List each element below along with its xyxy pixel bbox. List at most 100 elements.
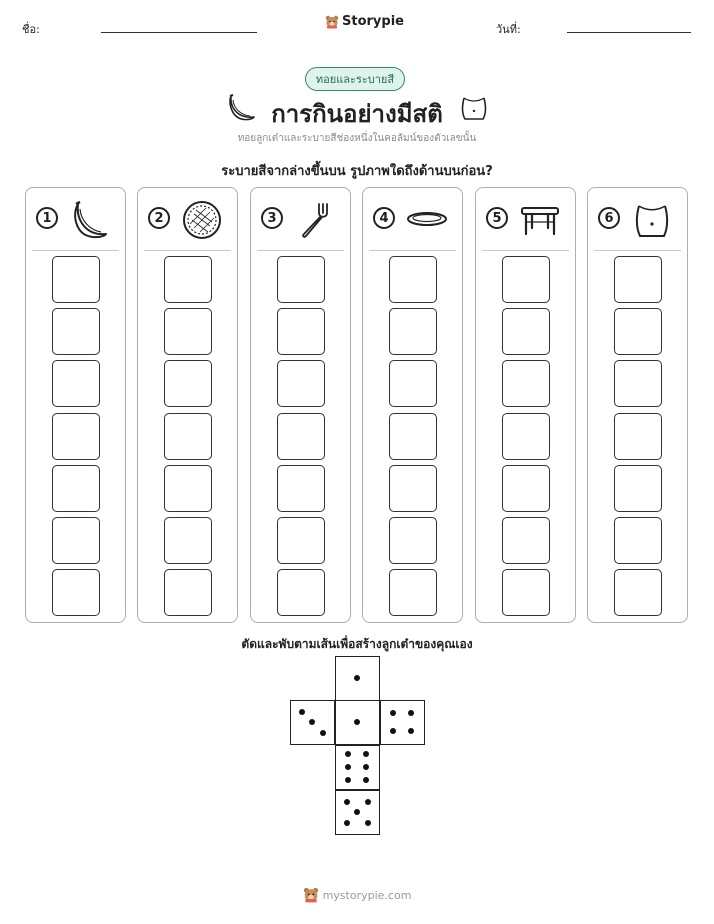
dice-pip	[364, 819, 371, 826]
divider	[32, 250, 119, 251]
dice-pip	[344, 764, 351, 770]
dice-pip	[408, 728, 415, 735]
color-box[interactable]	[277, 517, 325, 564]
date-label: วันที่:	[496, 23, 521, 36]
fork-icon	[302, 203, 328, 238]
column-number: 6	[598, 207, 620, 229]
dice-face-4[interactable]	[380, 700, 425, 745]
color-box[interactable]	[389, 464, 437, 512]
belly-icon	[461, 97, 487, 120]
divider	[369, 250, 456, 251]
footer-url[interactable]: mystorypie.com	[322, 888, 412, 902]
color-box[interactable]	[52, 464, 100, 512]
divider	[144, 250, 231, 251]
column-number: 5	[486, 207, 508, 229]
dice-pip	[354, 809, 360, 815]
cut-instruction: ตัดและพับตามเส้นเพื่อสร้างลูกเต๋าของคุณเ…	[241, 637, 473, 651]
column-header: 6	[588, 188, 687, 250]
color-box[interactable]	[614, 464, 662, 512]
color-box[interactable]	[502, 308, 550, 356]
column-number: 1	[36, 207, 58, 229]
color-box[interactable]	[277, 464, 325, 512]
column-header: 1	[26, 188, 125, 250]
column-header: 5	[476, 188, 575, 250]
color-box[interactable]	[52, 360, 100, 408]
color-box[interactable]	[389, 569, 437, 617]
column-3: 3	[250, 187, 351, 623]
color-box[interactable]	[52, 308, 100, 356]
color-box[interactable]	[277, 360, 325, 408]
color-box[interactable]	[52, 256, 100, 303]
dice-pip	[319, 729, 326, 736]
color-box[interactable]	[164, 412, 212, 460]
color-box[interactable]	[502, 517, 550, 564]
column-5: 5	[475, 187, 576, 623]
dice-face-6[interactable]	[335, 745, 380, 790]
color-box[interactable]	[164, 308, 212, 356]
dice-pip	[309, 719, 315, 725]
color-box[interactable]	[614, 412, 662, 460]
banana-icon	[74, 200, 107, 239]
color-box[interactable]	[502, 256, 550, 303]
column-2: 2	[137, 187, 238, 623]
dice-pip	[343, 798, 350, 805]
dice-pip	[343, 819, 350, 826]
color-box[interactable]	[164, 464, 212, 512]
column-header: 3	[251, 188, 350, 250]
color-box[interactable]	[614, 569, 662, 617]
name-label: ชื่อ:	[22, 23, 40, 36]
bowl-icon	[407, 212, 447, 226]
belly-icon	[635, 205, 669, 237]
column-number: 4	[373, 207, 395, 229]
color-box[interactable]	[614, 360, 662, 408]
dice-pip	[354, 675, 360, 681]
instructions-text: ทอยลูกเต๋าและระบายสีช่องหนึ่งในคอลัมน์ขอ…	[237, 133, 477, 144]
dice-pip	[363, 776, 370, 783]
color-box[interactable]	[277, 308, 325, 356]
column-1: 1	[25, 187, 126, 623]
color-box[interactable]	[502, 360, 550, 408]
color-box[interactable]	[389, 308, 437, 356]
storypie-logo: Storypie	[325, 14, 404, 29]
dice-face-1[interactable]	[335, 656, 380, 701]
divider	[257, 250, 344, 251]
column-header: 2	[138, 188, 237, 250]
dice-face-5[interactable]	[335, 790, 380, 835]
color-box[interactable]	[614, 256, 662, 303]
name-line[interactable]	[101, 32, 257, 33]
bear-icon	[325, 15, 339, 28]
color-box[interactable]	[614, 517, 662, 564]
banana-icon	[229, 94, 255, 121]
color-box[interactable]	[389, 517, 437, 564]
color-box[interactable]	[614, 308, 662, 356]
color-box[interactable]	[164, 569, 212, 617]
date-line[interactable]	[567, 32, 691, 33]
column-header: 4	[363, 188, 462, 250]
footer: mystorypie.com	[0, 887, 714, 903]
dice-pip	[298, 708, 305, 715]
color-box[interactable]	[164, 360, 212, 408]
page-title: การกินอย่างมีสติ	[271, 100, 443, 128]
color-box[interactable]	[52, 569, 100, 617]
dice-face-3[interactable]	[290, 700, 335, 745]
dice-face-1[interactable]	[335, 700, 380, 745]
color-box[interactable]	[164, 256, 212, 303]
column-number: 2	[148, 207, 170, 229]
stool-icon	[521, 207, 559, 236]
color-box[interactable]	[502, 412, 550, 460]
divider	[482, 250, 569, 251]
color-box[interactable]	[502, 569, 550, 617]
color-box[interactable]	[277, 412, 325, 460]
color-box[interactable]	[502, 464, 550, 512]
dice-pip	[389, 728, 396, 735]
color-box[interactable]	[52, 412, 100, 460]
color-box[interactable]	[277, 569, 325, 617]
color-box[interactable]	[164, 517, 212, 564]
color-box[interactable]	[389, 360, 437, 408]
color-box[interactable]	[52, 517, 100, 564]
bear-icon	[303, 887, 318, 903]
color-box[interactable]	[277, 256, 325, 303]
color-box[interactable]	[389, 412, 437, 460]
color-box[interactable]	[389, 256, 437, 303]
dice-pip	[354, 719, 360, 725]
